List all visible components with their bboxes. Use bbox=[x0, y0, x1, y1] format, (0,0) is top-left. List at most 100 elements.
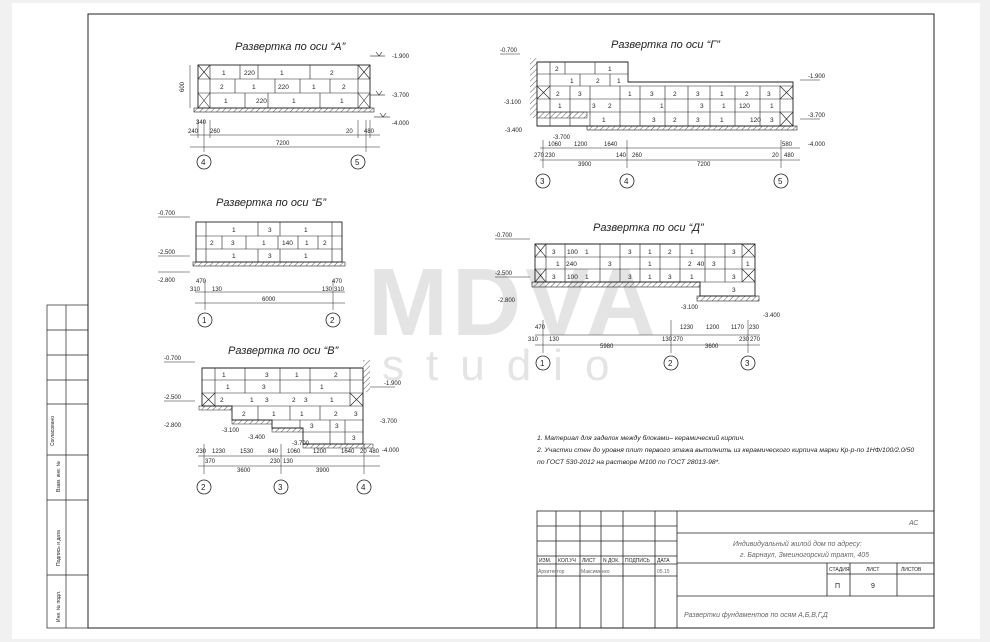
drawing-label: 140 bbox=[616, 153, 627, 159]
drawing-label: 1 bbox=[300, 411, 304, 418]
drawing-label: 2 bbox=[745, 91, 749, 98]
drawing-label: 840 bbox=[268, 449, 279, 455]
drawing-label: 260 bbox=[210, 129, 221, 135]
drawing-label: 1 bbox=[202, 316, 207, 325]
view-b-title: Развертка по оси “Б” bbox=[216, 197, 327, 209]
drawing-label: 2 bbox=[596, 78, 600, 85]
tb-person: Максименко bbox=[581, 569, 610, 575]
drawing-label: 1 bbox=[746, 261, 750, 268]
drawing-label: 470 bbox=[535, 325, 546, 331]
drawing-label: -3.700 bbox=[292, 441, 310, 447]
drawing-label: 3 bbox=[628, 249, 632, 256]
drawing-label: 580 bbox=[782, 142, 793, 148]
drawing-label: 3 bbox=[745, 359, 750, 368]
drawing-label: 40 bbox=[697, 261, 705, 268]
drawing-label: 3900 bbox=[316, 468, 330, 474]
drawing-label: 220 bbox=[244, 70, 255, 77]
stamp-inv-original: Инв. № подл. bbox=[56, 591, 62, 622]
tb-sheet-title: Развертки фундаментов по осям А,Б,В,Г,Д bbox=[684, 611, 828, 619]
tb-header-sign: ПОДПИСЬ bbox=[625, 558, 651, 564]
drawing-label: 220 bbox=[256, 98, 267, 105]
tb-header-list: ЛИСТ bbox=[582, 558, 595, 564]
drawing-label: -4.000 bbox=[808, 142, 826, 148]
drawing-label: 2 bbox=[673, 91, 677, 98]
drawing-label: 1 bbox=[648, 274, 652, 281]
tb-sheets-header: ЛИСТОВ bbox=[901, 567, 922, 573]
drawing-label: 1 bbox=[312, 84, 316, 91]
drawing-label: 3 bbox=[732, 274, 736, 281]
drawing-label: 1 bbox=[660, 103, 664, 110]
drawing-label: 2 bbox=[608, 103, 612, 110]
drawing-label: 230 bbox=[739, 337, 750, 343]
drawing-label: 480 bbox=[364, 129, 375, 135]
drawing-label: 3900 bbox=[578, 162, 592, 168]
drawing-label: 1 bbox=[608, 66, 612, 73]
drawing-label: 1 bbox=[648, 261, 652, 268]
tb-header-izm: ИЗМ. bbox=[539, 558, 551, 564]
tb-header-kol: КОЛ.УЧ bbox=[558, 558, 576, 564]
drawing-label: 1 bbox=[690, 274, 694, 281]
title-block bbox=[536, 510, 935, 629]
drawing-label: 2 bbox=[673, 117, 677, 124]
drawing-label: 20 bbox=[346, 129, 353, 135]
drawing-label: 3600 bbox=[705, 344, 719, 350]
drawing-label: 3 bbox=[265, 397, 269, 404]
drawing-label: 2 bbox=[201, 483, 206, 492]
drawing-label: 3 bbox=[696, 117, 700, 124]
drawing-label: 3 bbox=[268, 227, 272, 234]
drawing-label: 1 bbox=[292, 98, 296, 105]
drawing-label: 130 bbox=[322, 287, 333, 293]
drawing-label: 7200 bbox=[697, 162, 711, 168]
drawing-label: 2 bbox=[210, 240, 214, 247]
stamp-replace-inv: Взам. инв. № bbox=[56, 461, 62, 492]
drawing-label: 1 bbox=[540, 359, 545, 368]
drawing-label: 1 bbox=[305, 240, 309, 247]
drawing-label: 4 bbox=[624, 177, 629, 186]
tb-sheet-header: ЛИСТ bbox=[866, 567, 879, 573]
drawing-label: 5 bbox=[355, 158, 360, 167]
tb-project-line2: г. Барнаул, Змеиногорский тракт, 405 bbox=[740, 551, 869, 559]
drawing-label: 1060 bbox=[287, 449, 301, 455]
tb-sheet: 9 bbox=[871, 583, 875, 590]
drawing-label: 2 bbox=[323, 240, 327, 247]
drawing-label: -2.800 bbox=[158, 278, 176, 284]
tb-code: АС bbox=[908, 520, 919, 527]
drawing-label: -0.700 bbox=[500, 48, 518, 54]
drawing-label: -3.100 bbox=[222, 428, 240, 434]
drawing-label: -2.800 bbox=[164, 423, 182, 429]
drawing-label: 220 bbox=[278, 84, 289, 91]
drawing-label: -2.800 bbox=[498, 298, 516, 304]
drawing-label: 3 bbox=[712, 261, 716, 268]
drawing-label: 3 bbox=[696, 91, 700, 98]
drawing-label: 1 bbox=[720, 117, 724, 124]
drawing-label: 1 bbox=[628, 91, 632, 98]
drawing-label: -1.900 bbox=[392, 54, 410, 60]
drawing-label: 3 bbox=[668, 274, 672, 281]
drawing-label: 1 bbox=[304, 227, 308, 234]
drawing-label: 270 bbox=[673, 337, 684, 343]
view-g-title: Развертка по оси “Г” bbox=[611, 39, 721, 51]
drawing-label: 1 bbox=[226, 384, 230, 391]
drawing-label: 130 bbox=[549, 337, 560, 343]
drawing-label: 2 bbox=[220, 84, 224, 91]
drawing-label: -3.100 bbox=[681, 305, 699, 311]
drawing-label: 340 bbox=[196, 120, 207, 126]
drawing-label: 600 bbox=[180, 81, 186, 92]
drawing-label: 1 bbox=[340, 98, 344, 105]
tb-role: Архитектор bbox=[538, 569, 565, 575]
drawing-label: 3 bbox=[304, 397, 308, 404]
note-1: 1. Материал для заделок между блоками– к… bbox=[537, 434, 745, 442]
drawing-label: 3 bbox=[265, 372, 269, 379]
drawing-label: 3 bbox=[650, 91, 654, 98]
drawing-label: 2 bbox=[334, 411, 338, 418]
drawing-label: 230 bbox=[749, 325, 760, 331]
drawing-label: -3.700 bbox=[808, 113, 826, 119]
drawing-label: 3 bbox=[268, 253, 272, 260]
drawing-label: 1 bbox=[295, 372, 299, 379]
drawing-label: 5980 bbox=[600, 344, 614, 350]
